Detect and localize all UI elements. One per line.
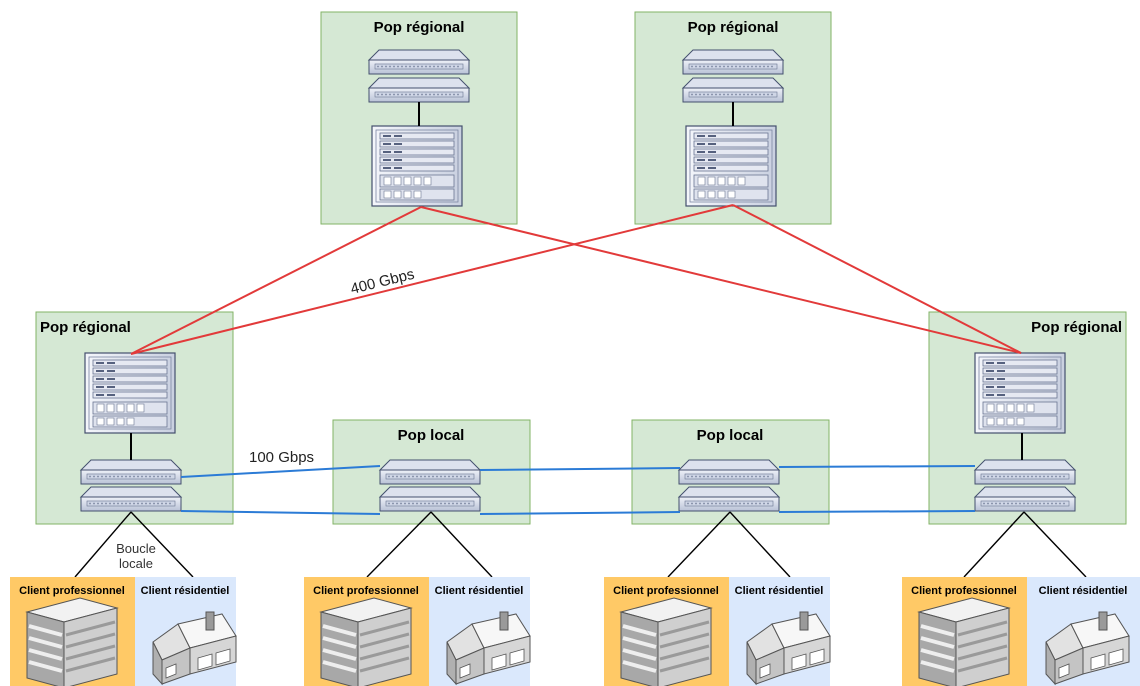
pop-label: Pop régional — [688, 19, 779, 36]
core-link — [420, 206, 1022, 354]
local-loop-lines — [74, 511, 1087, 578]
pop-label: Pop local — [398, 427, 465, 444]
switch-icon — [368, 49, 470, 75]
switch-icon — [80, 459, 182, 485]
client-pro-label: Client professionnel — [313, 585, 419, 597]
switch-icon — [682, 77, 784, 103]
client-pro-label: Client professionnel — [613, 585, 719, 597]
office-building-icon — [917, 596, 1011, 686]
regional-pop-top-left: Pop régional — [320, 11, 518, 225]
pop-label: Pop régional — [374, 19, 465, 36]
switch-icon — [678, 459, 780, 485]
access-links — [180, 465, 976, 515]
regional-pop-left: Pop régional — [35, 311, 234, 525]
pop-label: Pop régional — [1031, 319, 1122, 336]
switch-icon — [682, 49, 784, 75]
switch-icon — [678, 486, 780, 512]
access-link — [479, 511, 681, 515]
local-loop-label-line2: locale — [119, 556, 153, 571]
client-group-1: Client professionnel Client résidentiel — [10, 577, 237, 686]
switch-icon — [379, 486, 481, 512]
regional-pop-top-right: Pop régional — [634, 11, 832, 225]
office-building-icon — [25, 596, 119, 686]
access-link — [180, 465, 381, 478]
core-speed-label: 400 Gbps — [349, 266, 416, 298]
router-rack-icon — [371, 125, 463, 207]
switch-icon — [974, 459, 1076, 485]
access-link — [180, 510, 381, 515]
access-link — [479, 467, 681, 471]
router-rack-icon — [84, 352, 176, 434]
router-rack-icon — [974, 352, 1066, 434]
switch-icon — [80, 486, 182, 512]
pop-label: Pop régional — [40, 319, 131, 336]
client-group-2: Client professionnel Client résidentiel — [304, 577, 531, 686]
switch-icon — [379, 459, 481, 485]
office-building-icon — [319, 596, 413, 686]
client-pro-label: Client professionnel — [911, 585, 1017, 597]
client-res-label: Client résidentiel — [435, 585, 524, 597]
client-group-4: Client professionnel Client résidentiel — [902, 577, 1140, 686]
internal-links — [130, 102, 1023, 460]
core-link — [130, 206, 422, 355]
access-link — [778, 510, 976, 513]
local-pop-right: Pop local — [631, 419, 830, 525]
switch-icon — [974, 486, 1076, 512]
regional-pop-right: Pop régional — [928, 311, 1127, 525]
client-res-label: Client résidentiel — [141, 585, 230, 597]
core-links — [130, 204, 1022, 355]
access-speed-label: 100 Gbps — [249, 449, 314, 466]
local-loop-label-line1: Boucle — [116, 541, 156, 556]
client-res-label: Client résidentiel — [1039, 585, 1128, 597]
switch-icon — [368, 77, 470, 103]
core-link — [130, 204, 734, 355]
pop-label: Pop local — [697, 427, 764, 444]
core-link — [732, 204, 1022, 354]
client-res-label: Client résidentiel — [735, 585, 824, 597]
client-group-3: Client professionnel Client résidentiel — [604, 577, 831, 686]
local-pop-left: Pop local — [332, 419, 531, 525]
access-link — [778, 465, 976, 468]
router-rack-icon — [685, 125, 777, 207]
client-pro-label: Client professionnel — [19, 585, 125, 597]
office-building-icon — [619, 596, 713, 686]
